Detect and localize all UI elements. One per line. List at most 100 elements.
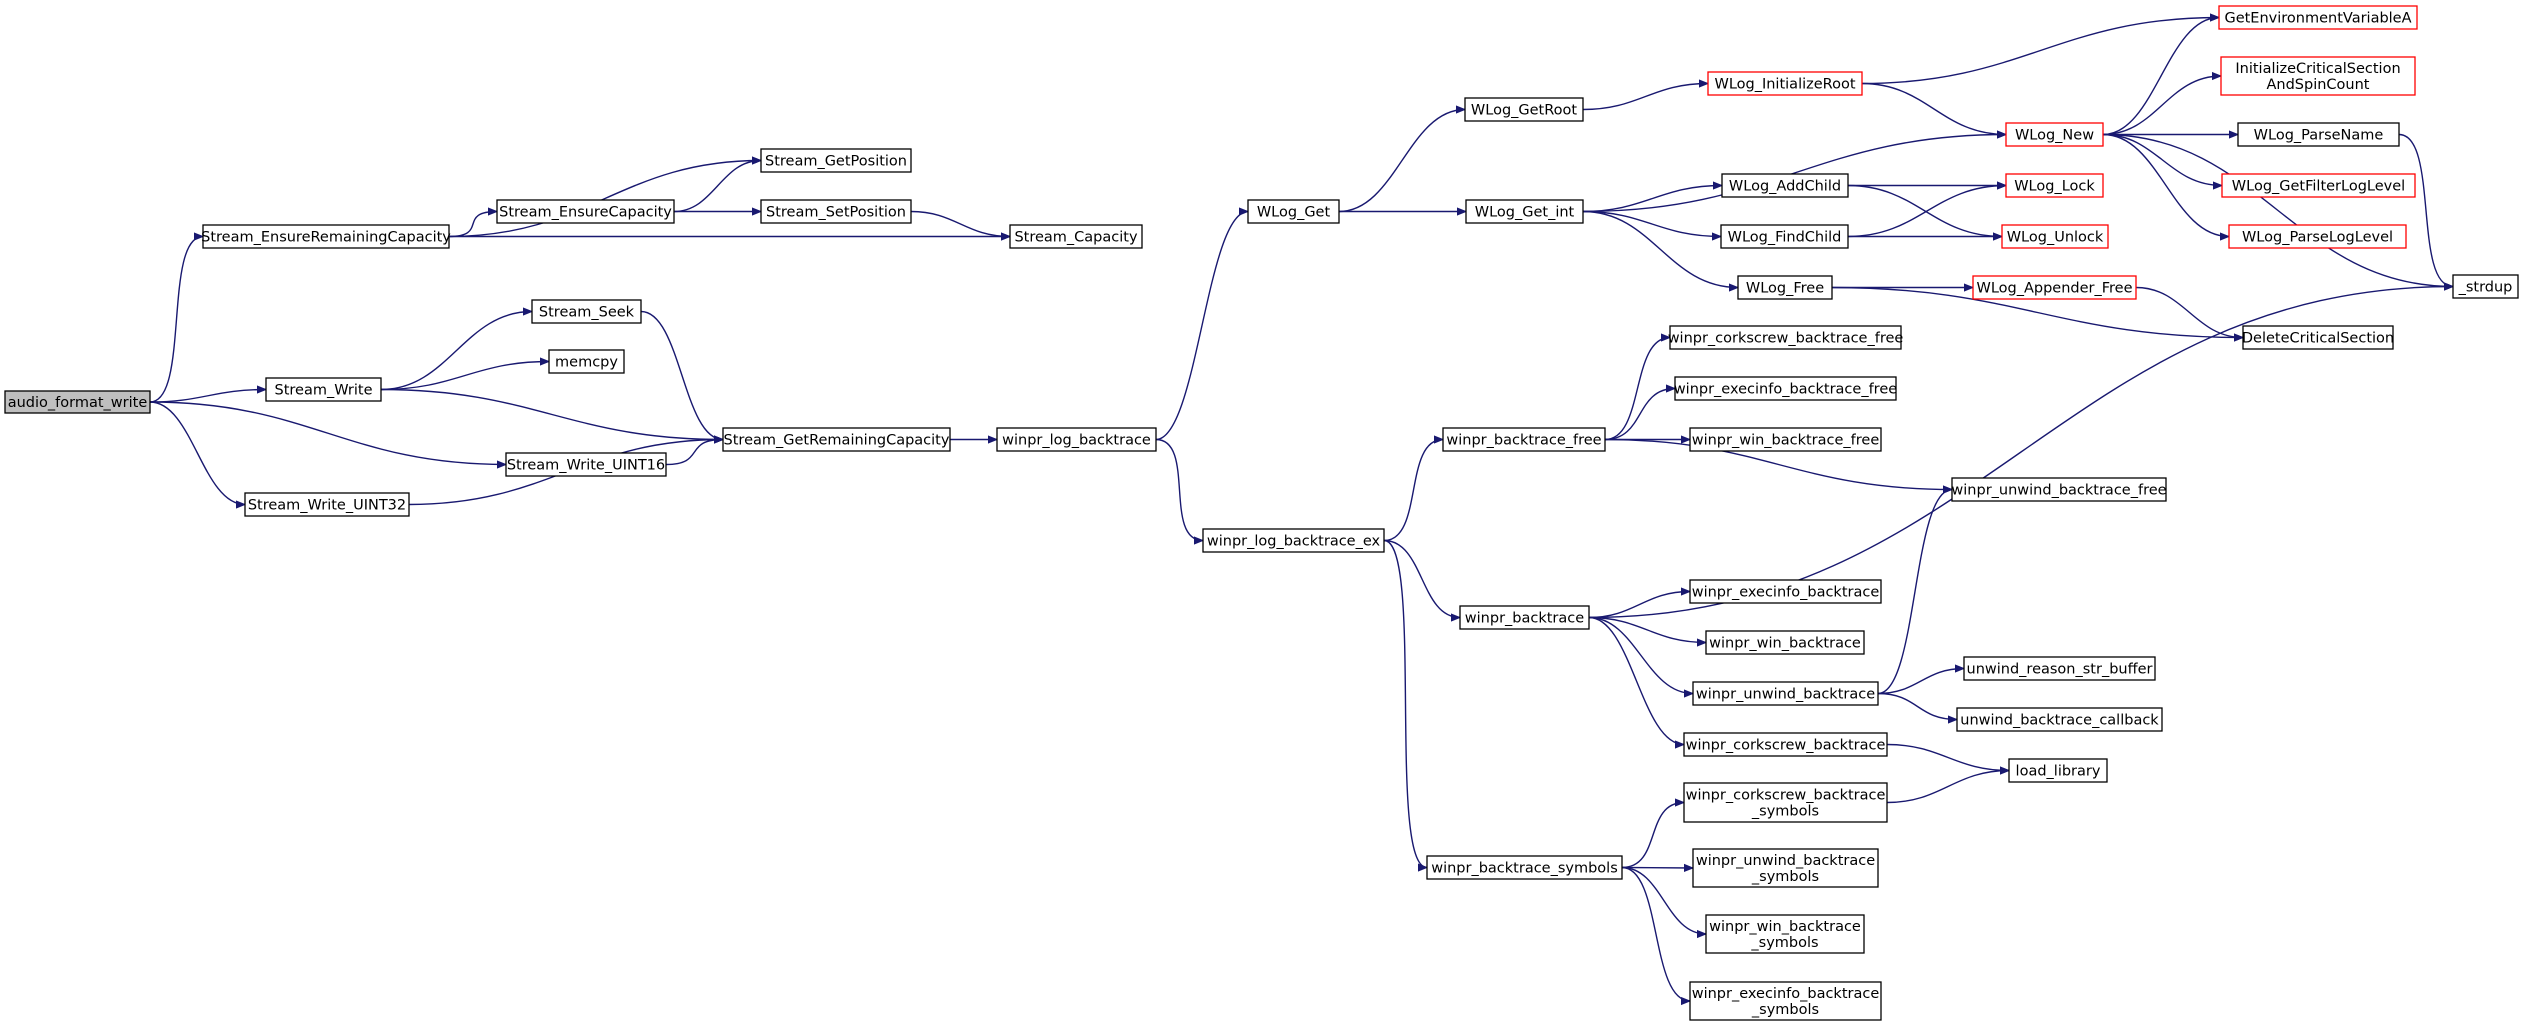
node-box bbox=[1705, 630, 1865, 655]
node-label: WLog_FindChild bbox=[1728, 230, 1842, 246]
node-winpr-win-backtrace[interactable]: winpr_win_backtrace bbox=[1705, 630, 1865, 655]
edge-wlog-appender-free-to-deletecriticalsection bbox=[2135, 286, 2243, 338]
node-box bbox=[2221, 173, 2416, 198]
node-label: _strdup bbox=[2458, 280, 2513, 296]
node-stream-write-uint16[interactable]: Stream_Write_UINT16 bbox=[505, 452, 667, 477]
edge-stream-write-uint16-to-stream-getremainingcapacity bbox=[665, 440, 723, 466]
node-label: WLog_Get bbox=[1257, 205, 1331, 221]
node-getenvironmentvariablea[interactable]: GetEnvironmentVariableA bbox=[2218, 5, 2418, 30]
node-wlog-new[interactable]: WLog_New bbox=[2005, 122, 2104, 147]
edge-audio-format-write-to-stream-write-uint32 bbox=[149, 401, 245, 505]
node-stream-write[interactable]: Stream_Write bbox=[265, 377, 382, 402]
node-unwind-reason-str-buffer[interactable]: unwind_reason_str_buffer bbox=[1963, 656, 2156, 681]
edge-winpr-log-backtrace-ex-to-winpr-backtrace bbox=[1383, 539, 1460, 618]
node-label: winpr_backtrace_symbols bbox=[1431, 861, 1618, 877]
node-box bbox=[1465, 199, 1584, 224]
node-wlog-initializeroot[interactable]: WLog_InitializeRoot bbox=[1707, 71, 1863, 96]
node-label: winpr_win_backtrace_free bbox=[1692, 433, 1880, 449]
edge-wlog-findchild-to-wlog-lock bbox=[1847, 186, 2006, 238]
node-wlog-get-int[interactable]: WLog_Get_int bbox=[1465, 199, 1584, 224]
node-stream-getremainingcapacity[interactable]: Stream_GetRemainingCapacity bbox=[722, 427, 951, 452]
node-wlog-unlock[interactable]: WLog_Unlock bbox=[2001, 224, 2109, 249]
node-box bbox=[760, 199, 912, 224]
node-wlog-appender-free[interactable]: WLog_Appender_Free bbox=[1972, 275, 2137, 300]
node-winpr-log-backtrace-ex[interactable]: winpr_log_backtrace_ex bbox=[1202, 528, 1385, 553]
edge-winpr-unwind-backtrace-to-winpr-unwind-backtrace-free bbox=[1877, 490, 1953, 695]
node-stream-write-uint32[interactable]: Stream_Write_UINT32 bbox=[244, 492, 410, 517]
node-box bbox=[1689, 579, 1882, 604]
node-box bbox=[1442, 427, 1606, 452]
node-stream-capacity[interactable]: Stream_Capacity bbox=[1009, 224, 1143, 249]
node-strdup[interactable]: _strdup bbox=[2452, 274, 2519, 299]
node-winpr-corkscrew-backtrace-symbols[interactable]: winpr_corkscrew_backtrace_symbols bbox=[1683, 782, 1888, 823]
node-box bbox=[1202, 528, 1385, 553]
edge-stream-write-to-stream-seek bbox=[380, 312, 532, 391]
edge-wlog-get-int-to-wlog-addchild bbox=[1582, 186, 1722, 213]
node-winpr-log-backtrace[interactable]: winpr_log_backtrace bbox=[996, 427, 1157, 452]
node-label: Stream_GetRemainingCapacity bbox=[724, 433, 950, 449]
node-winpr-unwind-backtrace-symbols[interactable]: winpr_unwind_backtrace_symbols bbox=[1692, 848, 1879, 888]
edge-winpr-backtrace-to-winpr-unwind-backtrace bbox=[1588, 616, 1693, 694]
node-winpr-execinfo-backtrace-free[interactable]: winpr_execinfo_backtrace_free bbox=[1674, 376, 1897, 401]
node-wlog-get[interactable]: WLog_Get bbox=[1247, 199, 1340, 224]
edge-wlog-addchild-to-wlog-unlock bbox=[1847, 184, 2002, 237]
node-box bbox=[1972, 275, 2137, 300]
node-winpr-backtrace[interactable]: winpr_backtrace bbox=[1459, 605, 1590, 630]
node-audio-format-write[interactable]: audio_format_write bbox=[4, 390, 151, 414]
node-label: winpr_corkscrew_backtrace_free bbox=[1668, 331, 1904, 347]
edge-wlog-get-to-wlog-getroot bbox=[1338, 110, 1465, 213]
node-label: WLog_InitializeRoot bbox=[1714, 77, 1855, 93]
node-box bbox=[1689, 981, 1882, 1021]
node-wlog-getroot[interactable]: WLog_GetRoot bbox=[1464, 97, 1584, 122]
node-stream-ensurecapacity[interactable]: Stream_EnsureCapacity bbox=[496, 199, 675, 224]
node-winpr-execinfo-backtrace-symbols[interactable]: winpr_execinfo_backtrace_symbols bbox=[1689, 981, 1882, 1021]
node-box bbox=[1009, 224, 1143, 249]
node-label: Stream_EnsureCapacity bbox=[499, 205, 672, 221]
edge-winpr-backtrace-symbols-to-winpr-execinfo-backtrace-symbols bbox=[1621, 866, 1691, 1002]
edge-audio-format-write-to-stream-write-uint16 bbox=[149, 401, 506, 465]
node-winpr-win-backtrace-symbols[interactable]: winpr_win_backtrace_symbols bbox=[1705, 914, 1865, 954]
node-wlog-parseloglevel[interactable]: WLog_ParseLogLevel bbox=[2228, 224, 2407, 249]
node-winpr-unwind-backtrace[interactable]: winpr_unwind_backtrace bbox=[1692, 681, 1879, 706]
node-wlog-addchild[interactable]: WLog_AddChild bbox=[1721, 173, 1849, 198]
edge-stream-ensureremainingcapacity-to-stream-getposition bbox=[448, 161, 761, 238]
node-stream-setposition[interactable]: Stream_SetPosition bbox=[760, 199, 912, 224]
node-winpr-backtrace-symbols[interactable]: winpr_backtrace_symbols bbox=[1426, 855, 1623, 880]
node-label: winpr_unwind_backtrace bbox=[1696, 687, 1875, 703]
node-winpr-corkscrew-backtrace[interactable]: winpr_corkscrew_backtrace bbox=[1683, 732, 1888, 757]
node-box bbox=[1683, 732, 1888, 757]
node-unwind-backtrace-callback[interactable]: unwind_backtrace_callback bbox=[1956, 707, 2163, 732]
node-winpr-corkscrew-backtrace-free[interactable]: winpr_corkscrew_backtrace_free bbox=[1668, 325, 1904, 350]
node-label: winpr_execinfo_backtrace bbox=[1692, 585, 1880, 601]
node-winpr-win-backtrace-free[interactable]: winpr_win_backtrace_free bbox=[1689, 427, 1882, 452]
edge-winpr-backtrace-free-to-winpr-corkscrew-backtrace-free bbox=[1604, 338, 1671, 441]
node-wlog-lock[interactable]: WLog_Lock bbox=[2005, 173, 2104, 198]
node-wlog-findchild[interactable]: WLog_FindChild bbox=[1720, 224, 1849, 249]
node-winpr-execinfo-backtrace[interactable]: winpr_execinfo_backtrace bbox=[1689, 579, 1882, 604]
node-load-library[interactable]: load_library bbox=[2008, 758, 2108, 783]
node-label: Stream_Capacity bbox=[1014, 230, 1137, 246]
node-winpr-backtrace-free[interactable]: winpr_backtrace_free bbox=[1442, 427, 1606, 452]
edge-audio-format-write-to-stream-ensureremainingcapacity bbox=[149, 237, 204, 403]
node-deletecriticalsection[interactable]: DeleteCriticalSection bbox=[2242, 325, 2394, 350]
node-stream-ensureremainingcapacity[interactable]: Stream_EnsureRemainingCapacity bbox=[201, 224, 451, 249]
node-box bbox=[760, 148, 912, 173]
node-label: DeleteCriticalSection bbox=[2242, 331, 2394, 347]
node-label: Stream_GetPosition bbox=[765, 154, 907, 170]
edge-wlog-getroot-to-wlog-initializeroot bbox=[1582, 84, 1708, 111]
node-box bbox=[2005, 173, 2104, 198]
node-winpr-unwind-backtrace-free[interactable]: winpr_unwind_backtrace_free bbox=[1951, 477, 2167, 502]
node-box bbox=[1464, 97, 1584, 122]
node-wlog-free[interactable]: WLog_Free bbox=[1737, 275, 1833, 300]
node-wlog-parsename[interactable]: WLog_ParseName bbox=[2237, 122, 2400, 147]
node-wlog-getfilterloglevel[interactable]: WLog_GetFilterLogLevel bbox=[2221, 173, 2416, 198]
node-label: unwind_backtrace_callback bbox=[1960, 713, 2159, 729]
node-stream-getposition[interactable]: Stream_GetPosition bbox=[760, 148, 912, 173]
node-stream-seek[interactable]: Stream_Seek bbox=[531, 299, 642, 324]
node-box bbox=[1963, 656, 2156, 681]
node-memcpy[interactable]: memcpy bbox=[548, 349, 625, 374]
edge-winpr-backtrace-free-to-winpr-unwind-backtrace-free bbox=[1604, 438, 1952, 490]
node-box bbox=[996, 427, 1157, 452]
